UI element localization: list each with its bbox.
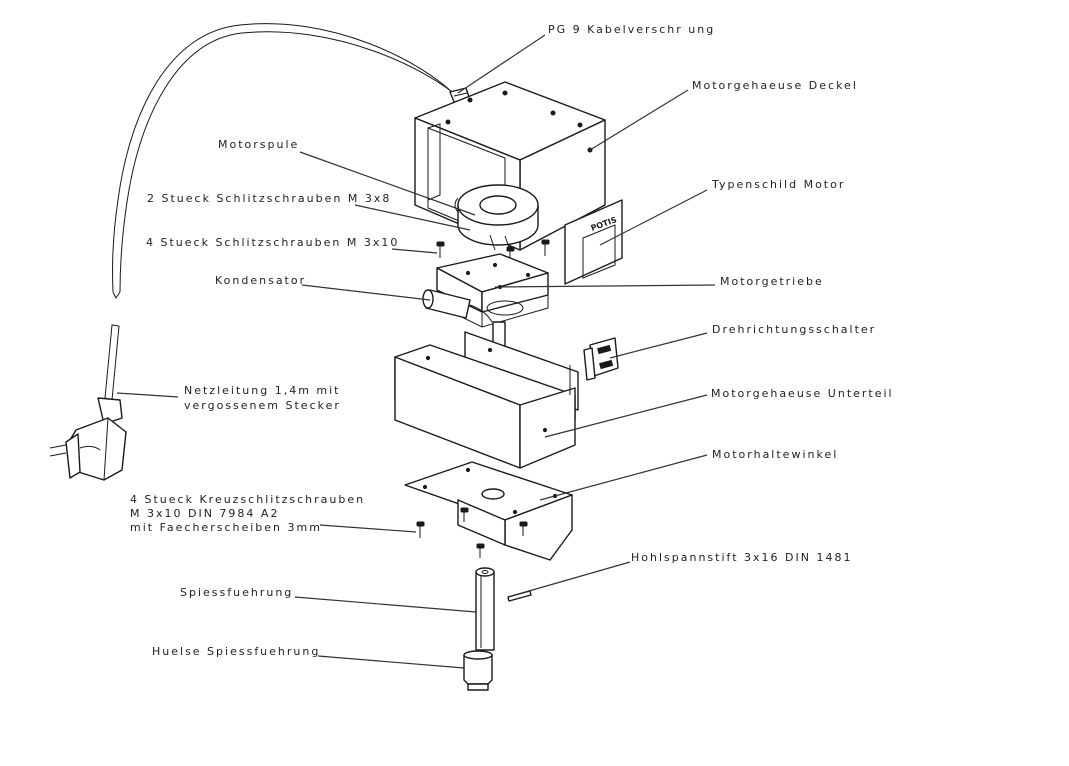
- motor-housing-lower: [394, 331, 579, 469]
- label-unterteil: Motorgehaeuse Unterteil: [711, 387, 894, 400]
- motor-housing-cover: [414, 81, 606, 251]
- label-schrauben-3x10: 4 Stueck Schlitzschrauben M 3x10: [146, 236, 399, 249]
- label-motorspule: Motorspule: [218, 138, 299, 151]
- label-kondensator: Kondensator: [215, 274, 306, 287]
- label-spiessfuehrung: Spiessfuehrung: [180, 586, 293, 599]
- motor-coil: [454, 184, 539, 251]
- label-drehrichtung: Drehrichtungsschalter: [712, 323, 876, 336]
- label-pg9: PG 9 Kabelverschr ung: [548, 23, 715, 36]
- motor-bracket: [404, 461, 573, 561]
- direction-switch: [583, 337, 619, 381]
- label-deckel: Motorgehaeuse Deckel: [692, 79, 858, 92]
- label-netz-line2: vergossenem Stecker: [184, 399, 341, 412]
- label-hohlspannstift: Hohlspannstift 3x16 DIN 1481: [631, 551, 852, 564]
- spit-guide: [475, 567, 495, 651]
- label-kreuz-line1: 4 Stueck Kreuzschlitzschrauben: [130, 493, 365, 506]
- mains-plug: [49, 397, 127, 481]
- label-haltewinkel: Motorhaltewinkel: [712, 448, 838, 461]
- label-kreuz-line3: mit Faecherscheiben 3mm: [130, 521, 322, 534]
- leader-lines: [116, 34, 716, 669]
- label-huelse: Huelse Spiessfuehrung: [152, 645, 320, 658]
- screws-bracket: [416, 507, 528, 558]
- label-schrauben-3x8: 2 Stueck Schlitzschrauben M 3x8: [147, 192, 391, 205]
- hollow-pin: [507, 590, 532, 602]
- label-netz-line1: Netzleitung 1,4m mit: [184, 384, 341, 397]
- spit-guide-sleeve: [463, 650, 493, 691]
- label-typenschild: Typenschild Motor: [711, 178, 845, 191]
- label-motorgetriebe: Motorgetriebe: [720, 275, 824, 288]
- power-cable: [104, 23, 463, 401]
- capacitor: [422, 289, 493, 323]
- motor-gearbox: [436, 253, 549, 328]
- type-plate: POTIS: [564, 199, 623, 285]
- label-kreuz-line2: M 3x10 DIN 7984 A2: [130, 507, 279, 520]
- labels: PG 9 Kabelverschr ung Motorgehaeuse Deck…: [130, 23, 894, 658]
